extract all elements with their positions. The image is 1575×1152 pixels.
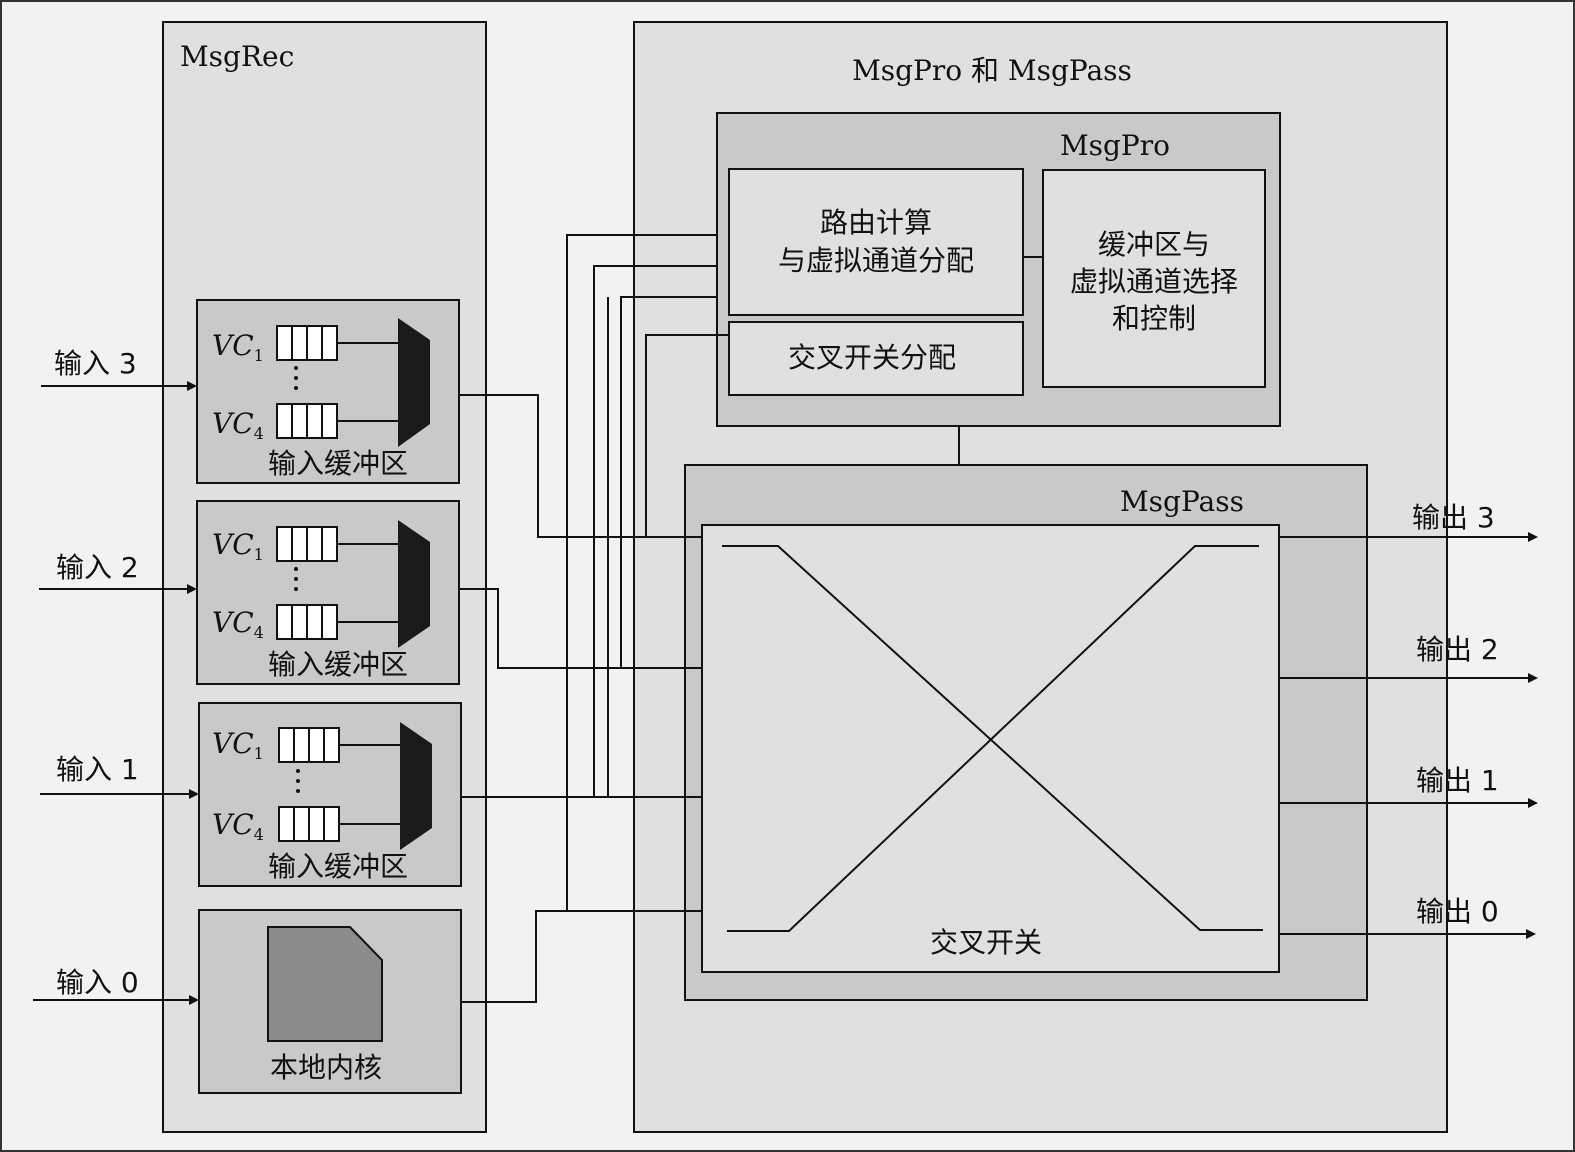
vc4-label: VC4	[212, 407, 264, 443]
crossbar-cross-lines	[722, 545, 1263, 932]
buffer-control-line-1: 缓冲区与	[1098, 228, 1210, 261]
vc-queue	[278, 727, 340, 763]
buffer-control-line-2: 虚拟通道选择	[1070, 265, 1238, 298]
vc-ellipsis	[296, 769, 300, 793]
multiplexer-shape	[398, 318, 430, 447]
crossbar-switch-panel	[701, 524, 1280, 973]
input-buffer-label: 输入缓冲区	[268, 648, 408, 681]
crossbar-allocation-label: 交叉开关分配	[788, 341, 956, 374]
input-buffer-1: VC1 VC4 输入缓冲区	[198, 702, 462, 887]
msgrec-title: MsgRec	[180, 40, 294, 73]
vc-queue	[276, 526, 338, 562]
vc-ellipsis	[294, 366, 298, 390]
input-ports: 输入 3 输入 2 输入 1 输入 0	[33, 347, 199, 1005]
vc1-label: VC1	[212, 528, 264, 564]
output-ports: 输出 3 输出 2 输出 1 输出 0	[1279, 501, 1538, 939]
vc1-label: VC1	[212, 727, 264, 763]
crossbar-switch-label: 交叉开关	[930, 926, 1042, 959]
output-3-label: 输出 3	[1412, 501, 1495, 534]
input-buffer-label: 输入缓冲区	[268, 447, 408, 480]
multiplexer-shape	[398, 520, 430, 648]
chip-icon	[267, 926, 383, 1042]
vc-queue	[276, 325, 338, 361]
input-2-label: 输入 2	[56, 551, 139, 584]
vc4-label: VC4	[212, 808, 264, 844]
routing-vc-allocation-block	[728, 168, 1024, 316]
input-3-label: 输入 3	[54, 347, 137, 380]
input-buffer-3: VC1 VC4 输入缓冲区	[196, 299, 460, 484]
msgpro-msgpass-module: MsgPro 和 MsgPass MsgPro 路由计算 与虚拟通道分配 交叉开…	[633, 21, 1448, 1133]
input-1-label: 输入 1	[56, 753, 139, 786]
crossbar-allocation-block	[728, 321, 1024, 396]
vc4-label: VC4	[212, 606, 264, 642]
msgpro-module: MsgPro 路由计算 与虚拟通道分配 交叉开关分配 缓冲区与 虚拟通道选择 和…	[716, 112, 1281, 427]
buffer-control-line-3: 和控制	[1112, 302, 1196, 335]
routing-line-2: 与虚拟通道分配	[778, 244, 974, 277]
msgpass-module: MsgPass 交叉开关	[684, 464, 1368, 1001]
local-core-label: 本地内核	[270, 1051, 382, 1084]
local-core: 本地内核	[198, 909, 462, 1094]
vc-queue	[278, 806, 340, 842]
input-buffer-2: VC1 VC4 输入缓冲区	[196, 500, 460, 685]
interconnect-wires	[459, 234, 729, 1003]
input-0-label: 输入 0	[56, 966, 139, 999]
vc-ellipsis	[294, 567, 298, 591]
vc-queue	[276, 604, 338, 640]
msgpass-title: MsgPass	[1120, 485, 1244, 518]
vc1-label: VC1	[212, 329, 264, 365]
vc-queue	[276, 403, 338, 439]
routing-line-1: 路由计算	[820, 206, 932, 239]
output-0-label: 输出 0	[1416, 895, 1499, 928]
input-buffer-label: 输入缓冲区	[268, 850, 408, 883]
multiplexer-shape	[400, 722, 432, 850]
output-2-label: 输出 2	[1416, 633, 1499, 666]
msgpro-msgpass-title: MsgPro 和 MsgPass	[852, 54, 1132, 87]
buffer-vc-control-block	[1042, 169, 1266, 388]
msgrec-module: MsgRec VC1 VC4 输入缓冲区 VC1 VC4 输入缓冲区	[162, 21, 487, 1133]
output-1-label: 输出 1	[1416, 764, 1499, 797]
msgpro-title: MsgPro	[1060, 129, 1170, 162]
